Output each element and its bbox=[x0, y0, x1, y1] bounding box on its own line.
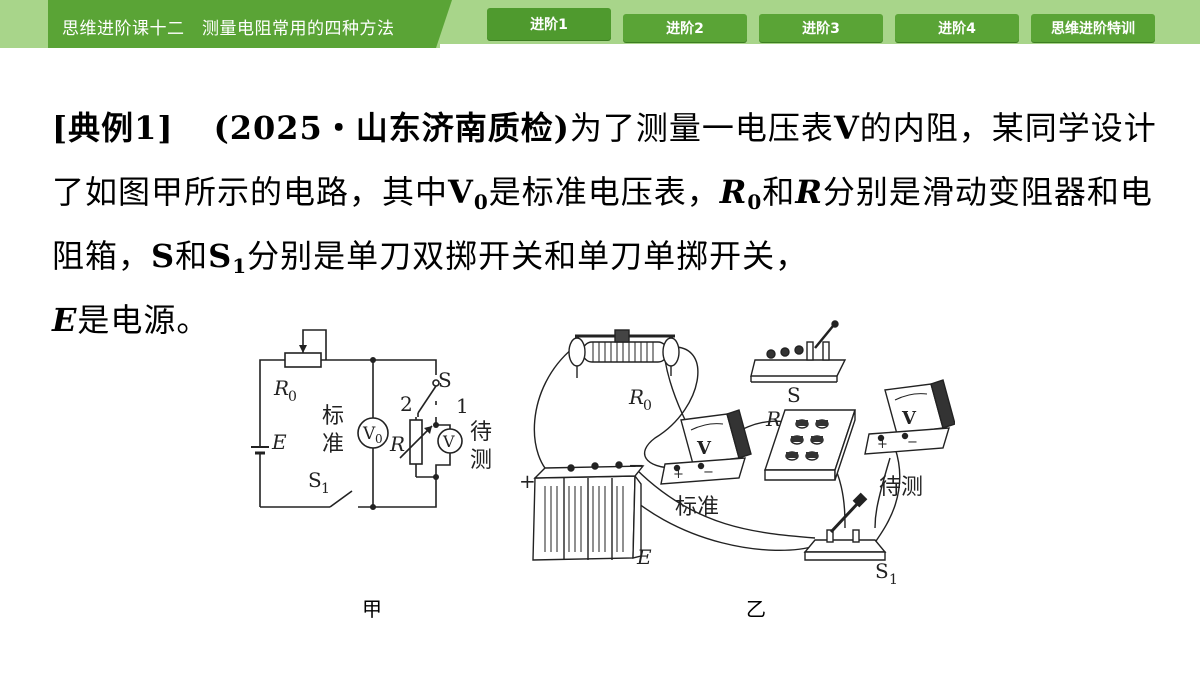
label-r0-sub: 0 bbox=[288, 389, 297, 405]
subscript: 1 bbox=[232, 254, 248, 278]
label-r0: R bbox=[628, 385, 644, 409]
problem-text: 分别是单刀双掷开关和单刀单掷开关， bbox=[247, 237, 809, 275]
label-s1-sub: 1 bbox=[321, 481, 330, 497]
problem-text: 是电源。 bbox=[77, 301, 210, 339]
label-ce: 测 bbox=[470, 448, 492, 473]
label-meter-minus: − bbox=[703, 465, 714, 480]
test-voltmeter bbox=[864, 379, 955, 455]
symbol-e: E bbox=[52, 301, 78, 339]
label-s1: S bbox=[308, 468, 322, 492]
symbol-r: R bbox=[795, 173, 823, 211]
problem-source: (2025・山东济南质检) bbox=[213, 109, 570, 147]
label-pos1: 1 bbox=[456, 394, 469, 418]
label-dai: 待 bbox=[470, 420, 492, 445]
label-s: S bbox=[787, 383, 801, 407]
symbol-s: S bbox=[151, 237, 176, 275]
label-biaozhun: 标准 bbox=[675, 495, 719, 520]
symbol-r0: R bbox=[719, 173, 748, 211]
tab-stage-3[interactable]: 进阶3 bbox=[759, 14, 883, 42]
label-meter-v-test: V bbox=[901, 408, 917, 429]
battery-e bbox=[532, 461, 645, 561]
symbol-s1: S bbox=[208, 237, 233, 275]
label-v0-sub: 0 bbox=[375, 432, 383, 446]
subscript: 0 bbox=[747, 190, 763, 214]
problem-text: 分别是滑动变阻器和电阻箱， bbox=[52, 173, 1153, 275]
standard-voltmeter bbox=[660, 409, 752, 485]
symbol-v: V bbox=[833, 109, 860, 147]
circuit-diagram-jia: R 0 E S 1 S 2 1 R V 0 V 标 准 待 测 bbox=[251, 329, 492, 510]
caption-jia: 甲 bbox=[362, 597, 382, 621]
switch-s1 bbox=[803, 492, 887, 561]
symbol-v0: V bbox=[448, 173, 474, 211]
tab-stage-1[interactable]: 进阶1 bbox=[487, 8, 611, 40]
label-v: V bbox=[442, 432, 455, 451]
example-tag: [典例1] bbox=[52, 109, 174, 147]
course-title: 思维进阶课十二 测量电阻常用的四种方法 bbox=[62, 19, 395, 39]
label-meter-v-standard: V bbox=[696, 438, 712, 459]
tab-stage-4[interactable]: 进阶4 bbox=[895, 14, 1019, 42]
label-e: E bbox=[636, 545, 652, 569]
label-r0-sub: 0 bbox=[643, 398, 652, 414]
label-r: R bbox=[765, 407, 781, 431]
label-s: S bbox=[438, 368, 452, 392]
label-s1-sub: 1 bbox=[889, 572, 898, 588]
label-biao: 标 bbox=[322, 404, 344, 429]
label-r: R bbox=[389, 432, 405, 456]
rheostat-r0 bbox=[568, 329, 680, 378]
label-plus: + bbox=[519, 469, 536, 493]
subscript: 0 bbox=[473, 190, 489, 214]
switch-s bbox=[750, 320, 847, 383]
label-v0: V bbox=[362, 424, 376, 444]
label-meter-minus-test: − bbox=[907, 435, 918, 450]
problem-text: 和 bbox=[762, 173, 796, 211]
label-daice: 待测 bbox=[879, 475, 923, 500]
label-e: E bbox=[271, 430, 287, 454]
tab-stage-2[interactable]: 进阶2 bbox=[623, 14, 747, 42]
tab-special-training[interactable]: 思维进阶特训 bbox=[1031, 14, 1155, 42]
label-minus: − bbox=[628, 453, 645, 477]
label-r0: R bbox=[273, 376, 289, 400]
label-meter-plus-test: + bbox=[877, 437, 888, 452]
label-pos2: 2 bbox=[400, 392, 413, 416]
problem-text: 和 bbox=[175, 237, 209, 275]
resistance-box-r bbox=[764, 409, 856, 481]
label-meter-plus: + bbox=[673, 467, 684, 482]
problem-text: 为了测量一电压表 bbox=[569, 109, 834, 147]
problem-text: 的内阻，某同学设计了如图甲所示的电路，其中 bbox=[52, 109, 1157, 211]
problem-paragraph: [典例1](2025・山东济南质检)为了测量一电压表V的内阻，某同学设计了如图甲… bbox=[52, 96, 1162, 352]
apparatus-diagram-yi: R 0 S R + − E 标准 待测 S 1 V V + − + − bbox=[519, 320, 955, 588]
label-s1: S bbox=[875, 559, 889, 583]
top-header: 思维进阶课十二 测量电阻常用的四种方法 进阶1 进阶2 进阶3 进阶4 思维进阶… bbox=[0, 0, 1200, 48]
caption-yi: 乙 bbox=[746, 597, 766, 621]
problem-text: 是标准电压表， bbox=[488, 173, 720, 211]
label-zhun: 准 bbox=[322, 432, 344, 457]
